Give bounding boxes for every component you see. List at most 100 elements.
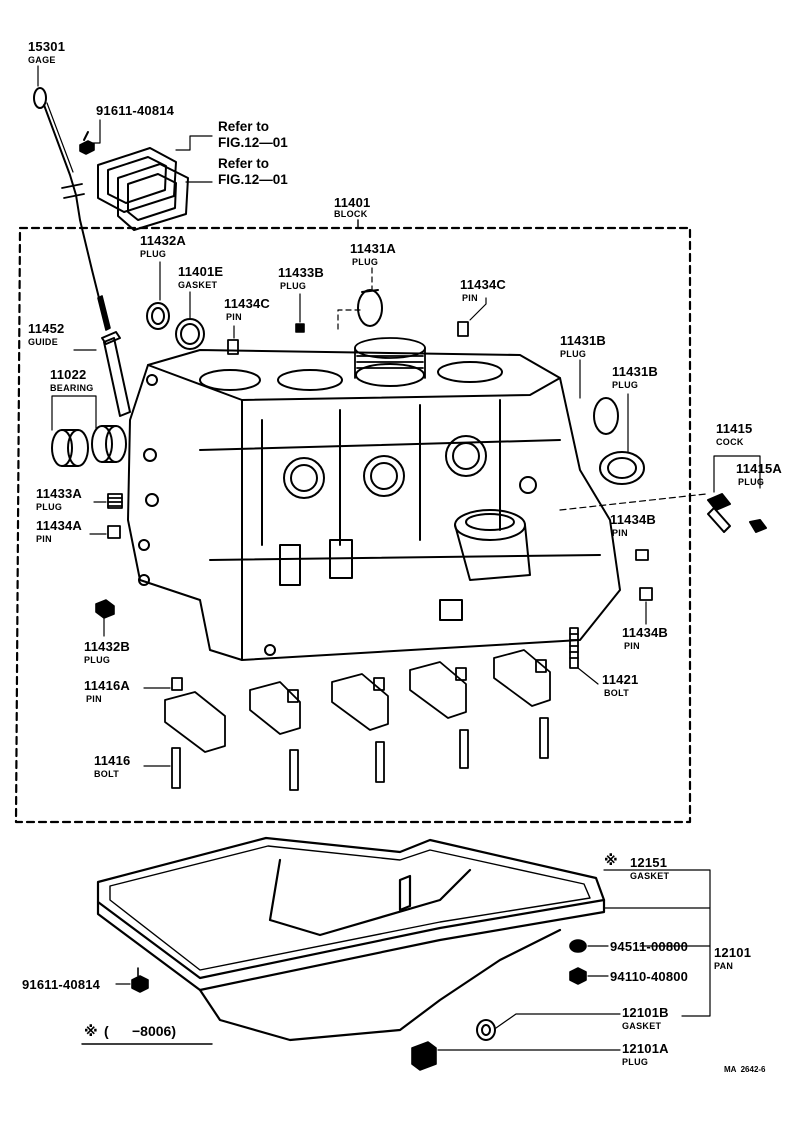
part-number-11431b-lower: 11431B xyxy=(612,364,659,379)
pin-11434c-right-part xyxy=(457,321,469,337)
leader-12101b xyxy=(495,1013,621,1029)
part-number-11416: 11416 xyxy=(94,753,131,768)
part-name-plug-12101a: PLUG xyxy=(622,1057,649,1067)
leader-cock-dashed xyxy=(559,493,707,511)
drain-cock-part xyxy=(707,493,767,533)
part-number-91611-top: 91611-40814 xyxy=(96,103,175,118)
part-number-12101: 12101 xyxy=(714,945,752,960)
part-number-11434b-upper: 11434B xyxy=(610,512,657,527)
part-name-pin-11434c-right: PIN xyxy=(462,293,478,303)
leader-11434c-right xyxy=(469,297,487,321)
refer-to-1-line1: Refer to xyxy=(218,119,270,134)
part-number-94511: 94511-00800 xyxy=(610,939,689,954)
refer-to-2-line1: Refer to xyxy=(218,156,270,171)
part-number-12151: 12151 xyxy=(630,855,668,870)
footnote-text: ( −8006) xyxy=(104,1023,176,1039)
gasket-11401e-part xyxy=(175,318,205,350)
part-name-block: BLOCK xyxy=(334,209,368,219)
part-number-11452: 11452 xyxy=(28,321,65,336)
bearing-11022-part xyxy=(51,425,127,467)
part-name-pan: PAN xyxy=(714,961,734,971)
oil-seal-retainer-part xyxy=(97,147,189,231)
part-name-gasket-12151: GASKET xyxy=(630,871,670,881)
part-name-gage: GAGE xyxy=(28,55,56,65)
leader-11431a xyxy=(337,267,373,331)
dipstick-guide-part xyxy=(101,331,131,417)
pin-11434c-left-part xyxy=(227,339,239,355)
part-number-11401: 11401 xyxy=(334,195,371,210)
part-number-11434c-left: 11434C xyxy=(224,296,271,311)
plug-11433b-part xyxy=(295,323,305,333)
small-bolt-top-part xyxy=(79,131,95,155)
part-name-pin-11434b-upper: PIN xyxy=(612,528,628,538)
plug-11432b-part xyxy=(95,599,115,619)
washer-94511-part xyxy=(569,939,587,953)
drawing-code: MA 2642-6 xyxy=(724,1065,766,1074)
pin-11434b-upper-part xyxy=(635,549,649,561)
part-name-cock: COCK xyxy=(716,437,744,447)
part-number-11433b: 11433B xyxy=(278,265,325,280)
part-number-11416a: 11416A xyxy=(84,678,131,693)
part-number-11434b-lower: 11434B xyxy=(622,625,669,640)
part-name-plug-11415a: PLUG xyxy=(738,477,765,487)
part-name-pin-11434b-lower: PIN xyxy=(624,641,640,651)
part-name-gasket-12101b: GASKET xyxy=(622,1021,662,1031)
part-name-gasket-11401e: GASKET xyxy=(178,280,218,290)
part-number-91611-bottom: 91611-40814 xyxy=(22,977,101,992)
part-number-12101a: 12101A xyxy=(622,1041,669,1056)
plug-11433a-part xyxy=(107,493,123,509)
leader-11415 xyxy=(713,455,761,493)
part-name-plug-11433b: PLUG xyxy=(280,281,307,291)
leader-bolt-top xyxy=(91,119,101,144)
block-boundary-frame xyxy=(14,226,692,824)
part-name-bolt-11416: BOLT xyxy=(94,769,120,779)
dipstick-gage-part xyxy=(33,87,111,331)
part-number-94110: 94110-40800 xyxy=(610,969,689,984)
oil-pan-part xyxy=(96,836,606,1042)
part-number-11421: 11421 xyxy=(602,672,639,687)
leader-ref1 xyxy=(175,135,213,151)
leader-11421 xyxy=(577,667,599,685)
part-number-11432a: 11432A xyxy=(140,233,187,248)
small-bolt-bottom-part xyxy=(131,967,149,993)
pin-11434b-lower-part xyxy=(639,587,653,601)
part-number-11401e: 11401E xyxy=(178,264,224,279)
part-number-15301: 15301 xyxy=(28,39,66,54)
leader-11022 xyxy=(51,395,97,431)
main-bearing-caps-part xyxy=(164,649,551,791)
part-number-11433a: 11433A xyxy=(36,486,83,501)
part-name-pin-11434c-left: PIN xyxy=(226,312,242,322)
part-number-11434c-right: 11434C xyxy=(460,277,507,292)
part-name-plug-11432b: PLUG xyxy=(84,655,111,665)
piston-detail xyxy=(354,337,426,379)
part-name-plug-11433a: PLUG xyxy=(36,502,63,512)
refer-to-1-line2: FIG.12—01 xyxy=(218,135,288,150)
part-number-11022: 11022 xyxy=(50,367,87,382)
footnote-mark: ※ xyxy=(84,1023,98,1039)
part-name-plug-11431b-lower: PLUG xyxy=(612,380,639,390)
part-number-11431b-upper: 11431B xyxy=(560,333,607,348)
part-name-bearing: BEARING xyxy=(50,383,94,393)
plug-11431b-upper-part xyxy=(593,397,619,435)
part-number-11415a: 11415A xyxy=(736,461,783,476)
leader-pan-bracket xyxy=(603,869,711,1017)
stud-bolt-11421-part xyxy=(569,627,579,669)
part-name-plug-11431b-upper: PLUG xyxy=(560,349,587,359)
plug-11431b-lower-part xyxy=(599,451,645,485)
cylinder-block-part xyxy=(127,349,621,661)
drain-gasket-12101b-part xyxy=(476,1019,496,1041)
refer-to-2-line2: FIG.12—01 xyxy=(218,172,288,187)
part-number-11432b: 11432B xyxy=(84,639,131,654)
part-name-pin-11416a: PIN xyxy=(86,694,102,704)
drain-plug-12101a-part xyxy=(411,1041,437,1071)
pin-11434a-part xyxy=(107,525,121,539)
plug-11432a-part xyxy=(146,302,170,330)
part-name-bolt-11421: BOLT xyxy=(604,688,630,698)
part-name-guide: GUIDE xyxy=(28,337,59,347)
part-number-11415: 11415 xyxy=(716,421,753,436)
plug-11431a-part xyxy=(357,289,383,327)
asterisk-mark-12151: ※ xyxy=(604,852,618,868)
nut-94110-part xyxy=(569,967,587,985)
